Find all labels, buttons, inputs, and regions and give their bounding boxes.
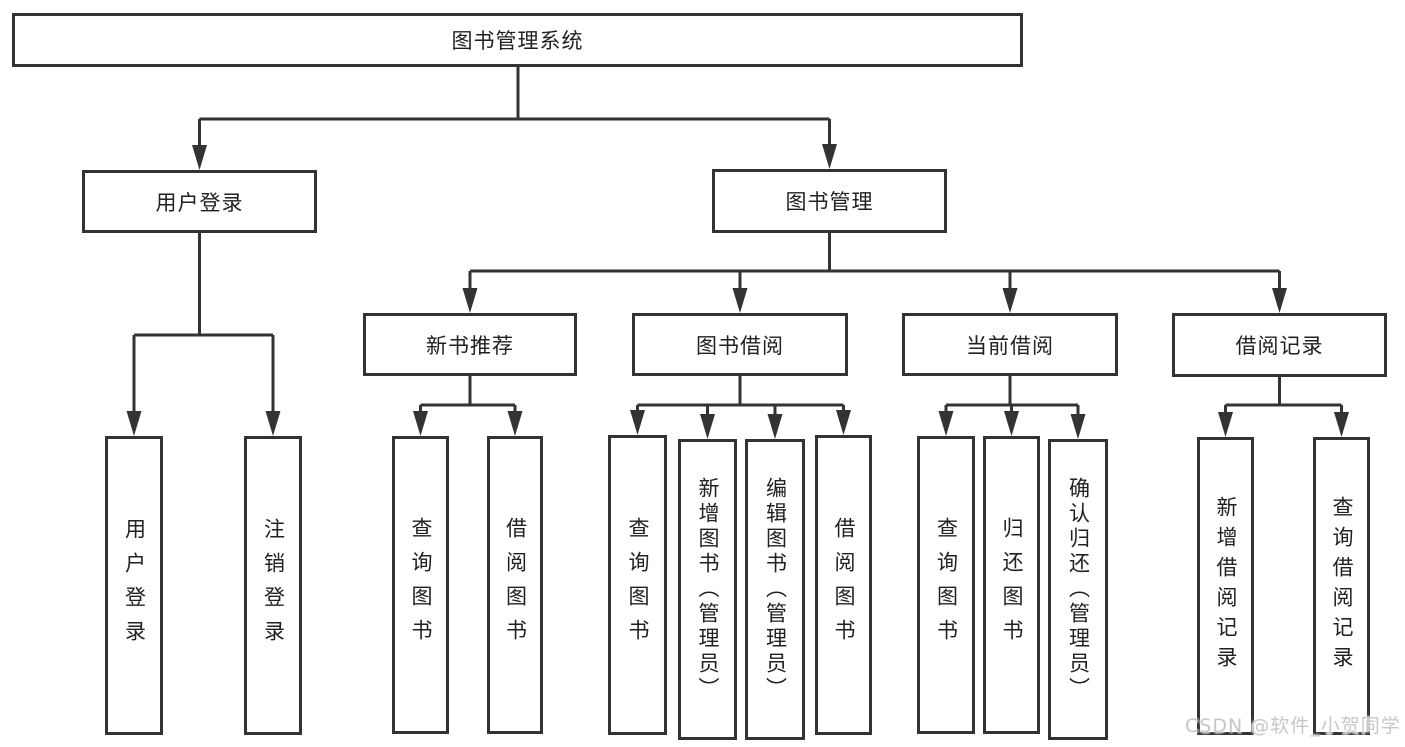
leaf-records-add-record: 新增借阅记录 (1197, 437, 1254, 735)
node-library-system: 图书管理系统 (12, 13, 1023, 67)
leaf-borrowing-query-books: 查询图书 (608, 435, 667, 735)
leaf-current-confirm-return-admin: 确认归还（管理员） (1048, 439, 1108, 740)
leaf-recommend-borrow-books: 借阅图书 (487, 436, 543, 734)
leaf-user-login: 用户登录 (105, 436, 163, 735)
leaf-borrowing-edit-books-admin: 编辑图书（管理员） (745, 439, 805, 740)
node-book-borrowing: 图书借阅 (632, 313, 848, 376)
node-borrow-records: 借阅记录 (1172, 313, 1387, 377)
leaf-borrowing-add-books-admin: 新增图书（管理员） (678, 439, 737, 740)
csdn-watermark: CSDN @软件_小贺同学 (1185, 715, 1401, 737)
leaf-borrowing-borrow-books: 借阅图书 (815, 435, 872, 735)
node-current-borrowing: 当前借阅 (902, 313, 1118, 376)
node-user-login: 用户登录 (82, 170, 317, 233)
leaf-records-query-record: 查询借阅记录 (1313, 437, 1370, 735)
leaf-current-query-books: 查询图书 (917, 436, 975, 734)
leaf-current-return-books: 归还图书 (983, 436, 1040, 734)
leaf-recommend-query-books: 查询图书 (392, 436, 449, 734)
leaf-logout: 注销登录 (244, 436, 302, 735)
node-book-management: 图书管理 (712, 169, 947, 233)
node-new-book-recommend: 新书推荐 (363, 313, 577, 376)
